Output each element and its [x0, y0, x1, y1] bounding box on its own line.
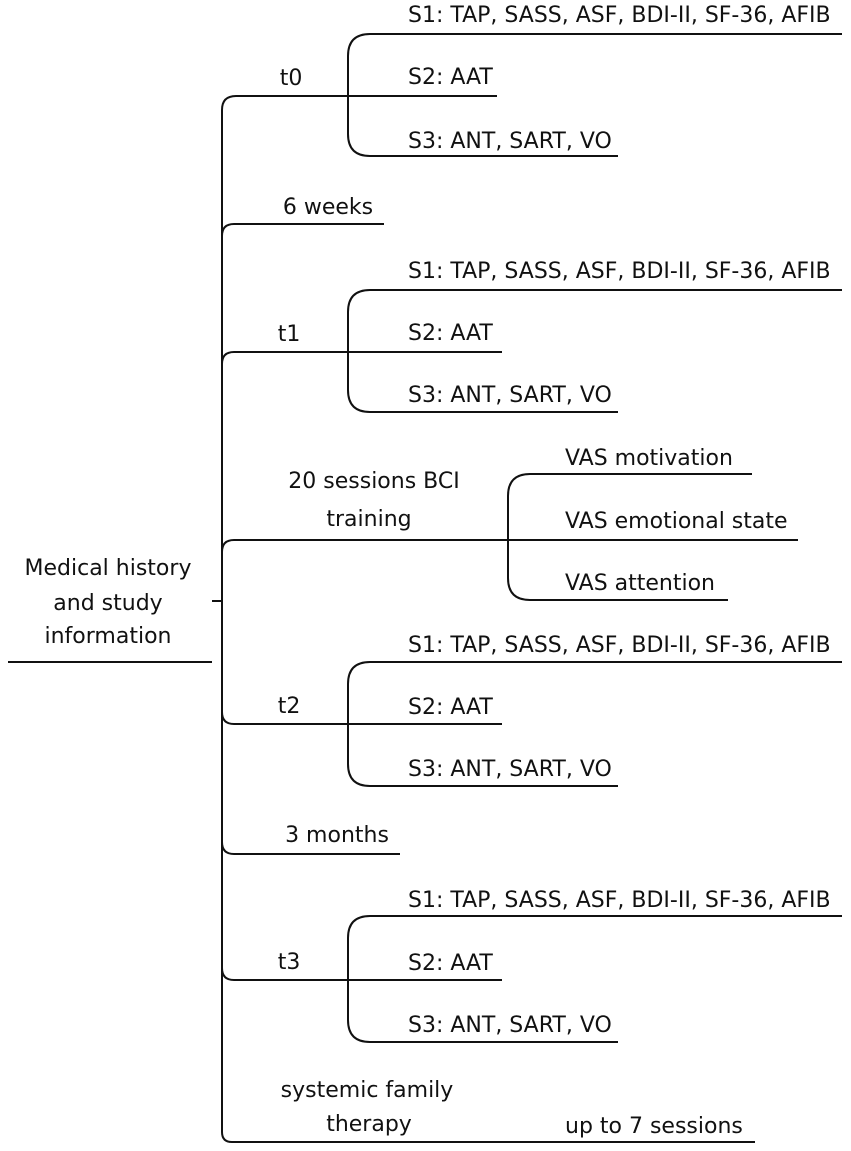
measure-label: S3: ANT, SART, VO	[408, 383, 612, 408]
branch-line	[221, 223, 384, 237]
branch-line	[221, 711, 348, 725]
root-label-line: Medical history	[25, 556, 192, 581]
branch-label: therapy	[326, 1112, 412, 1137]
measure-label: S2: AAT	[408, 321, 493, 346]
measure-label: S1: TAP, SASS, ASF, BDI-II, SF-36, AFIB	[408, 3, 831, 28]
branch-label: 6 weeks	[283, 195, 373, 220]
branch-label: systemic family	[281, 1078, 454, 1103]
measure-label: S2: AAT	[408, 65, 493, 90]
branch-family-therapy: systemic family therapy up to 7 sessions	[232, 1078, 755, 1143]
measure-label: S1: TAP, SASS, ASF, BDI-II, SF-36, AFIB	[408, 888, 831, 913]
branch-label: 3 months	[285, 823, 389, 848]
branch-t0: t0 S1: TAP, SASS, ASF, BDI-II, SF-36, AF…	[221, 3, 842, 157]
measure-label: S2: AAT	[408, 695, 493, 720]
branch-label: training	[326, 507, 411, 532]
branch-t2: t2 S1: TAP, SASS, ASF, BDI-II, SF-36, AF…	[221, 633, 842, 787]
measure-label: S2: AAT	[408, 951, 493, 976]
branch-3-months: 3 months	[221, 823, 400, 855]
branch-line	[221, 539, 508, 553]
root-label-line: and study	[53, 591, 162, 616]
root-node: Medical history and study information	[8, 556, 222, 663]
branch-line	[221, 967, 348, 981]
measure-label: S1: TAP, SASS, ASF, BDI-II, SF-36, AFIB	[408, 259, 831, 284]
branch-label: t3	[278, 950, 301, 975]
branch-t1: t1 S1: TAP, SASS, ASF, BDI-II, SF-36, AF…	[221, 259, 842, 413]
branch-t3: t3 S1: TAP, SASS, ASF, BDI-II, SF-36, AF…	[221, 888, 842, 1043]
measure-label: S3: ANT, SART, VO	[408, 1013, 612, 1038]
branch-line	[221, 351, 348, 365]
branch-line	[221, 95, 348, 111]
sub-bracket	[507, 473, 752, 601]
branch-line	[221, 841, 400, 855]
measure-label: S1: TAP, SASS, ASF, BDI-II, SF-36, AFIB	[408, 633, 831, 658]
root-label-line: information	[45, 624, 172, 649]
measure-label: VAS attention	[565, 571, 715, 596]
measure-label: S3: ANT, SART, VO	[408, 129, 612, 154]
measure-label: VAS emotional state	[565, 509, 788, 534]
branch-label: t2	[278, 694, 301, 719]
measure-label: VAS motivation	[565, 446, 733, 471]
branch-bci-training: 20 sessions BCI training VAS motivation …	[221, 446, 798, 601]
main-spine	[221, 110, 233, 1143]
measure-label: S3: ANT, SART, VO	[408, 757, 612, 782]
branch-label: t1	[278, 322, 301, 347]
branch-label: t0	[280, 66, 303, 91]
branch-6-weeks: 6 weeks	[221, 195, 384, 237]
measure-label: up to 7 sessions	[565, 1114, 743, 1139]
branch-label: 20 sessions BCI	[288, 469, 459, 494]
